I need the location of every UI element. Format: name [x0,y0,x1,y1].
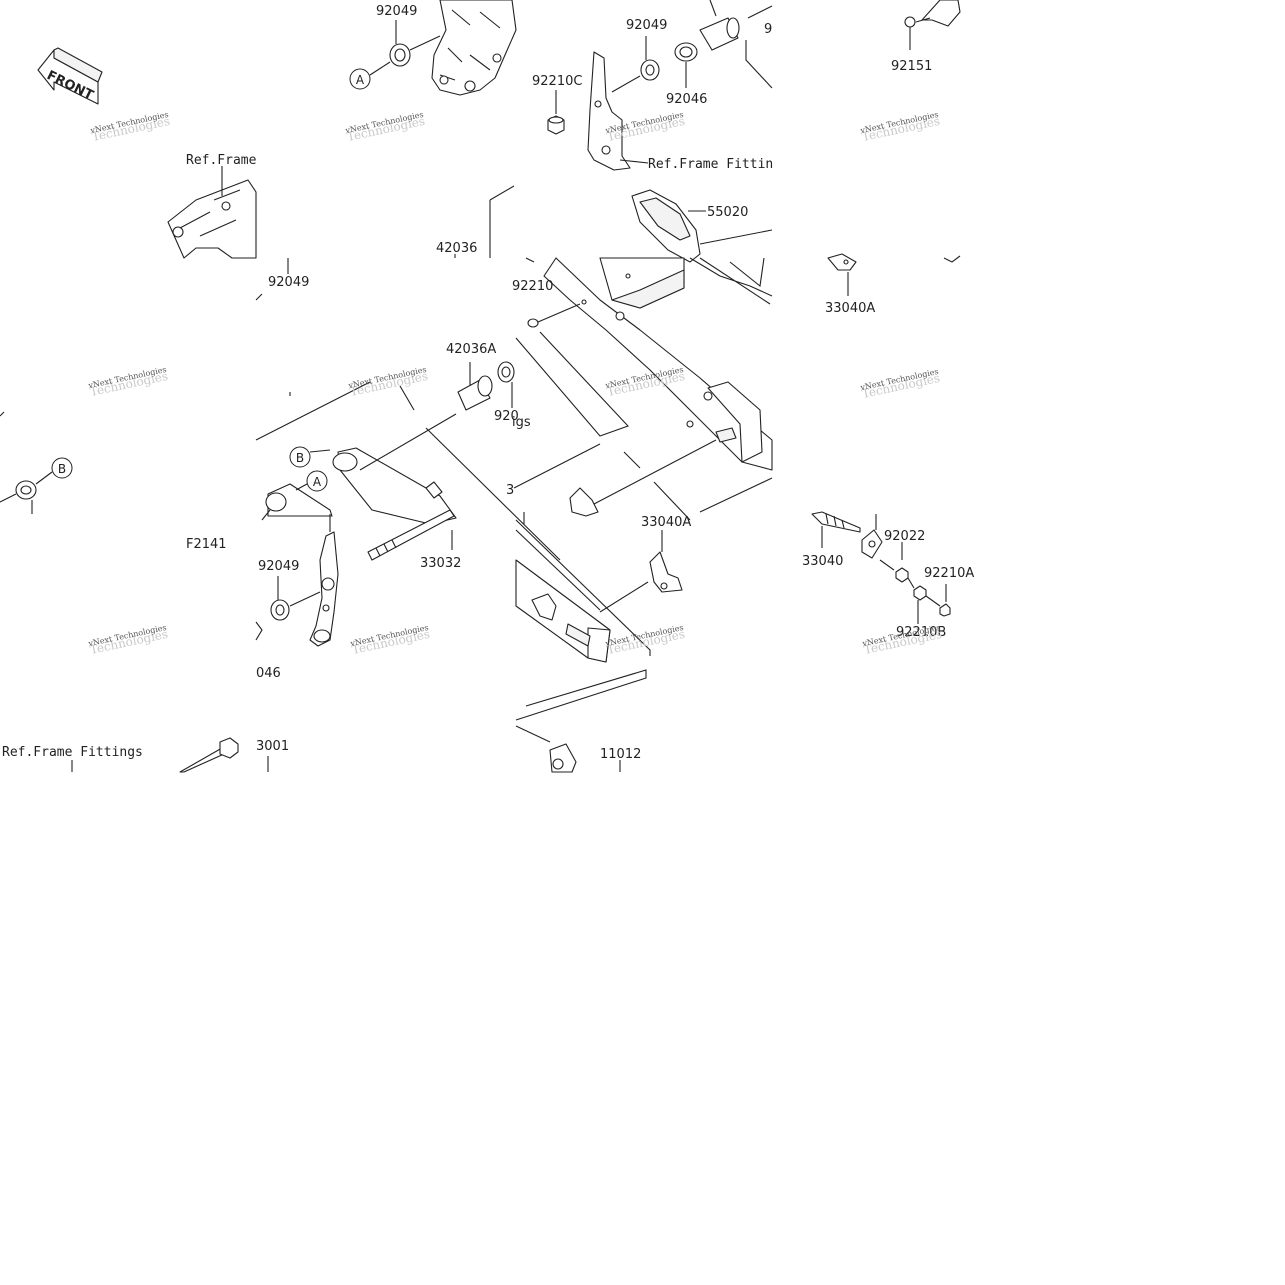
svg-text:A: A [356,73,365,87]
part-label-92210a: 92210A [924,566,974,581]
part-label-92210-partial: 92210 [512,279,553,294]
bolt-92151 [904,0,961,50]
bracket-11012 [549,743,621,773]
chain-guide-55020 [631,189,773,263]
washer-92049-top [389,20,441,67]
swingarm-arm [255,381,561,561]
part-label-55020: 55020 [707,205,748,220]
adjuster-plate [309,514,339,647]
figure-code: F2141 [186,537,227,552]
chain-adjuster-33040a-top [827,253,961,296]
collar-42036a [457,362,493,411]
part-label-92049-top: 92049 [376,4,417,19]
part-label-92151: 92151 [891,59,932,74]
nut-92210a [879,559,951,624]
part-label-046-partial: 046 [256,666,281,681]
part-label-42036: 42036 [436,241,477,256]
part-label-92210b: 92210B [896,625,946,640]
mount-plate [587,51,649,171]
chain-adjuster-33040a [599,530,683,613]
front-arrow-icon: FRONT [37,47,103,105]
plate-92022 [861,514,903,560]
frame-bracket-top [431,0,517,96]
part-label-92049-low: 92049 [258,559,299,574]
washer-92049-low [270,576,321,621]
bearing-920 [497,361,515,408]
washer-left [0,480,37,514]
long-bolt-3001 [71,737,269,773]
part-label-9-partial: 9 [764,22,772,37]
marker-b-left: B [35,457,73,485]
svg-text:B: B [296,451,304,465]
part-label-33040: 33040 [802,554,843,569]
nut-92210c [547,90,565,135]
svg-text:A: A [313,475,322,489]
swingarm-frame [515,257,773,521]
part-label-92210c: 92210C [532,74,582,89]
part-label-33032: 33032 [420,556,461,571]
part-label-92049-left: 92049 [268,275,309,290]
bushing-92046 [674,42,698,88]
part-label-92049-topmid: 92049 [626,18,667,33]
adjuster-bolt-33040 [811,511,861,548]
ref-fittings-partial-label: igs [512,415,531,430]
part-label-33040a-top: 33040A [825,301,875,316]
swingarm-lower-member [515,519,651,743]
washer-92049-topmid [611,36,660,93]
part-label-42036a: 42036A [446,342,496,357]
ref-frame-left [167,166,257,259]
part-label-920-partial: 920 [494,409,519,424]
chain-clip [513,443,601,517]
ref-frame-label: Ref.Frame [186,153,257,168]
part-label-92046-top: 92046 [666,92,707,107]
marker-a-mid: A [295,470,328,492]
part-label-92022: 92022 [884,529,925,544]
sleeve-top [699,0,773,89]
ref-frame-fittings-bottom-label: Ref.Frame Fittings [2,745,143,760]
ref-frame-fittings-top-label: Ref.Frame Fittin [648,157,773,172]
part-label-11012: 11012 [600,747,641,762]
collar-92210 [525,257,587,328]
svg-text:B: B [58,462,66,476]
marker-a-top: A [349,61,391,90]
marker-b-mid: B [289,446,331,468]
part-label-3001-partial: 3001 [256,739,289,754]
part-label-3-partial: 3 [506,483,514,498]
shaft-33032 [367,509,455,561]
part-label-33040a-mid: 33040A [641,515,691,530]
